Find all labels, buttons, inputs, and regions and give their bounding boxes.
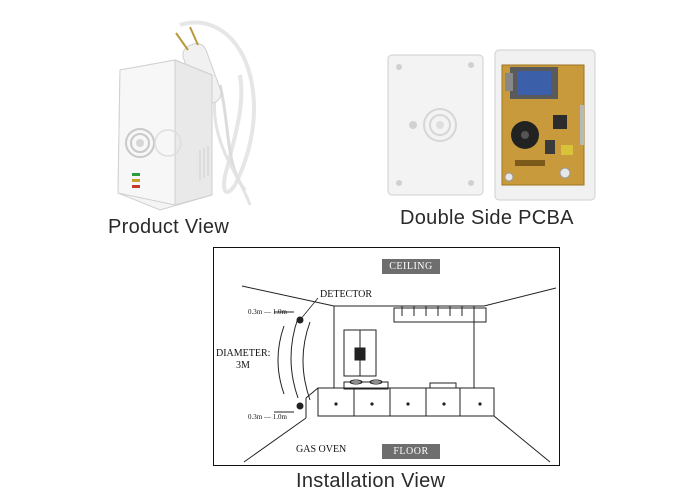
- distance-top-label: 0.3m — 1.0m: [248, 308, 287, 316]
- pcba-panel: [385, 45, 600, 205]
- room-sketch: [241, 285, 557, 463]
- pcba-caption: Double Side PCBA: [400, 207, 574, 229]
- distance-bottom-label: 0.3m — 1.0m: [248, 413, 287, 421]
- product-view-caption: Product View: [108, 216, 230, 238]
- diameter-value: 3M: [236, 360, 250, 371]
- pcba-image: [387, 49, 596, 201]
- gas-detector-image: [117, 20, 257, 211]
- installation-diagram: CEILING FLOOR DETECTOR DIAMETER: 3M 0.3m…: [213, 247, 560, 466]
- product-view-panel: [100, 15, 270, 215]
- detector-label: DETECTOR: [320, 289, 373, 300]
- gas-oven-label: GAS OVEN: [296, 444, 347, 455]
- ceiling-tag: CEILING: [382, 259, 440, 274]
- diameter-label: DIAMETER:: [216, 348, 271, 359]
- floor-tag: FLOOR: [382, 444, 440, 459]
- installation-caption: Installation View: [296, 470, 446, 492]
